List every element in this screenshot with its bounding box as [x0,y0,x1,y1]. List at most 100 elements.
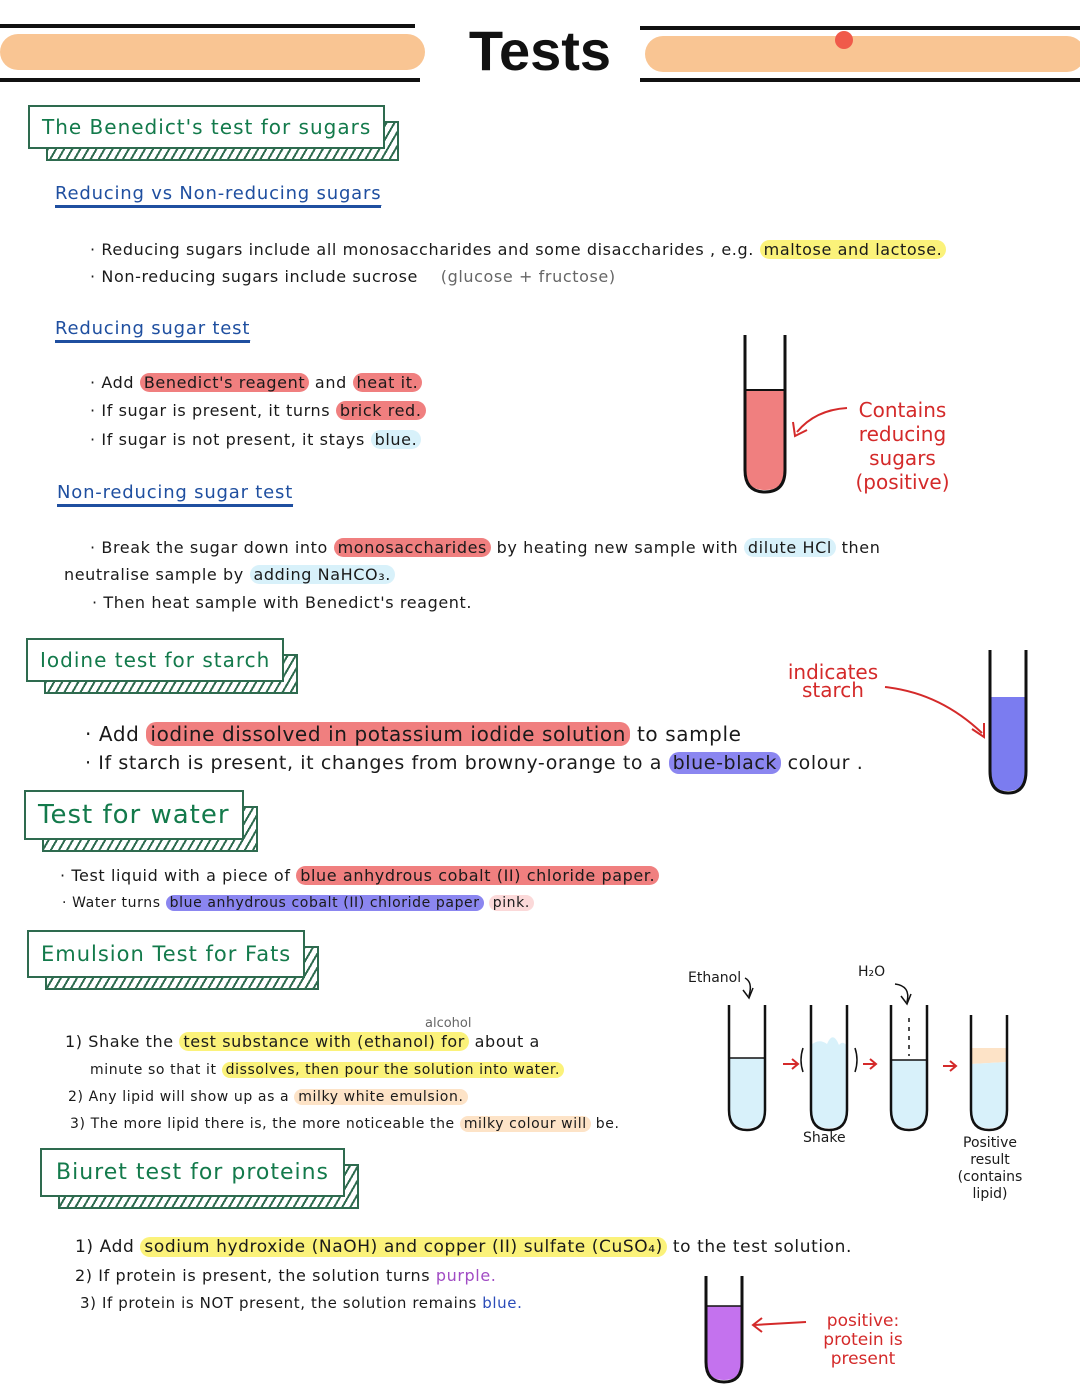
bullet-text: Then heat sample with Benedict's reagent… [103,593,473,612]
water-heading: Test for water [38,800,230,830]
iodine-heading-box: Iodine test for starch [26,638,299,694]
milky-colour-highlight: milky colour will [459,1116,591,1132]
monosaccharides-highlight: monosaccharides [333,538,491,557]
result-line: lipid) [972,1186,1008,1202]
bullet-text: colour . [787,752,864,774]
emulsion-step-2: 2) Any lipid will show up as a milky whi… [68,1089,468,1105]
reducing-vs-subheading: Reducing vs Non-reducing sugars [55,183,382,208]
result-line: result [970,1152,1010,1168]
result-line: (contains [957,1169,1023,1185]
biuret-step-2: 2) If protein is present, the solution t… [75,1266,496,1285]
maltose-lactose-highlight: maltose and lactose. [759,240,947,259]
non-reducing-bullet-1-line2: neutralise sample by adding NaHCO₃. [64,565,395,584]
bullet-text: Water turns [72,895,161,911]
reducing-vs-line1-text: Reducing sugars include all monosacchari… [101,240,754,259]
step-text: 3) If protein is NOT present, the soluti… [80,1294,477,1312]
biuret-annotation: positive: protein is present [808,1312,918,1369]
cobalt-paper-highlight: blue anhydrous cobalt (II) chloride pape… [296,866,660,885]
annotation-line: indicates [787,660,879,684]
iodine-solution-highlight: iodine dissolved in potassium iodide sol… [146,722,631,746]
annotation-line: starch [802,678,864,702]
step-text: 2) Any lipid will show up as a [68,1089,290,1105]
water-heading-box: Test for water [24,790,258,852]
bullet-text: to sample [636,722,742,746]
label-shake: Shake [803,1130,846,1146]
cobalt-paper-blue-highlight: blue anhydrous cobalt (II) chloride pape… [165,895,484,911]
iodine-annotation: indicates starch [778,660,888,702]
blue-highlight: blue. [370,430,422,449]
test-tube-blue-black-icon [884,650,1028,795]
brick-red-highlight: brick red. [335,401,426,420]
biuret-step-3: 3) If protein is NOT present, the soluti… [80,1294,522,1312]
test-substance-highlight: test substance with (ethanol) for [179,1032,469,1051]
benedicts-reagent-highlight: Benedict's reagent [139,373,310,392]
annotation-line: sugars [869,446,936,470]
result-line: Positive [963,1135,1017,1151]
water-bullet-1: · Test liquid with a piece of blue anhyd… [60,866,660,885]
step-text: 3) The more lipid there is, the more not… [70,1116,455,1132]
annotation-line: protein is [823,1330,903,1350]
step-text: 1) Add [75,1237,135,1257]
step-text: about a [474,1032,540,1051]
dissolves-highlight: dissolves, then pour the solution into w… [221,1062,565,1078]
emulsion-heading-box: Emulsion Test for Fats [27,930,320,990]
bullet-text: Test liquid with a piece of [71,866,291,885]
bullet-text: and [314,373,347,392]
milky-emulsion-highlight: milky white emulsion. [294,1089,468,1105]
reducing-bullet-2: · If sugar is present, it turns brick re… [90,401,426,420]
alcohol-note: alcohol [425,1016,472,1031]
naoh-cuso4-highlight: sodium hydroxide (NaOH) and copper (II) … [140,1237,667,1257]
label-ethanol: Ethanol [688,970,742,986]
label-positive-result: Positive result (contains lipid) [950,1135,1030,1203]
step-text: minute so that it [90,1062,217,1078]
emulsion-diagram [727,977,1009,1132]
water-bullet-2: · Water turns blue anhydrous cobalt (II)… [62,895,534,911]
nahco3-highlight: adding NaHCO₃. [249,565,395,584]
reducing-test-subheading: Reducing sugar test [55,318,251,343]
step-text: 2) If protein is present, the solution t… [75,1266,431,1285]
bullet-text: Add [98,722,140,746]
annotation-line: present [830,1349,896,1369]
bullet-text: If starch is present, it changes from br… [98,752,662,774]
bullet-text: neutralise sample by [64,565,244,584]
biuret-heading: Biuret test for proteins [56,1160,330,1185]
dilute-hcl-highlight: dilute HCl [743,538,836,557]
bullet-text: then [841,538,881,557]
heat-highlight: heat it. [352,373,423,392]
biuret-heading-box: Biuret test for proteins [40,1148,360,1209]
test-tube-red-icon [743,335,848,494]
iodine-bullet-2: · If starch is present, it changes from … [85,752,864,774]
bullet-text: by heating new sample with [496,538,739,557]
benedicts-heading: The Benedict's test for sugars [42,115,372,139]
annotation-line: (positive) [855,470,950,494]
title-banner [0,24,1080,82]
step-text: to the test solution. [672,1237,853,1257]
label-h2o: H₂O [858,964,886,980]
purple-text: purple. [435,1266,497,1285]
reducing-vs-line1: · Reducing sugars include all monosaccha… [90,240,947,259]
reducing-bullet-3: · If sugar is not present, it stays blue… [90,430,422,449]
annotation-line: reducing [858,422,947,446]
step-text: be. [595,1116,620,1132]
annotation-line: Contains [858,398,947,422]
step-text: 1) Shake the [65,1032,174,1051]
emulsion-step-1: 1) Shake the test substance with (ethano… [65,1032,540,1051]
test-tube-purple-icon [704,1276,807,1384]
emulsion-step-3: 3) The more lipid there is, the more not… [70,1116,620,1132]
bullet-text: Break the sugar down into [101,538,328,557]
reducing-annotation: Contains reducing sugars (positive) [845,398,960,494]
reducing-vs-line2-text: Non-reducing sugars include sucrose [101,267,418,286]
reducing-bullet-1: · Add Benedict's reagent and heat it. [90,373,423,392]
page-title: Tests [468,19,612,82]
reducing-vs-line2: · Non-reducing sugars include sucrose (g… [90,267,616,286]
annotation-line: positive: [826,1311,900,1331]
iodine-bullet-1: · Add iodine dissolved in potassium iodi… [85,722,742,746]
bullet-text: Add [101,373,135,392]
blue-black-highlight: blue-black [668,752,781,774]
non-reducing-subheading: Non-reducing sugar test [57,482,294,507]
biuret-step-1: 1) Add sodium hydroxide (NaOH) and coppe… [75,1237,852,1257]
non-reducing-bullet-1: · Break the sugar down into monosacchari… [90,538,881,557]
pink-highlight: pink. [488,895,534,911]
bullet-text: If sugar is not present, it stays [101,430,365,449]
blue-text: blue. [482,1294,523,1312]
